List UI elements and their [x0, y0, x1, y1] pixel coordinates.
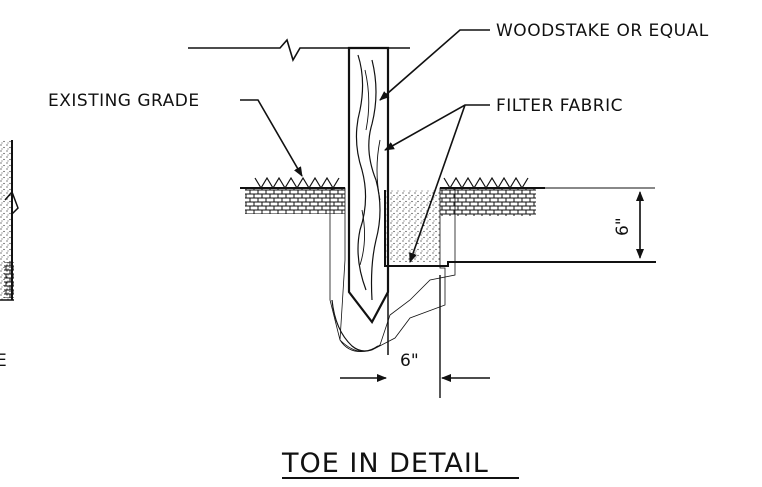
- woodstake-label: WOODSTAKE OR EQUAL: [496, 21, 709, 41]
- trench-soil: [240, 187, 655, 353]
- adjacent-detail-fragment: [0, 140, 19, 301]
- filter-fabric-label: FILTER FABRIC: [496, 96, 623, 116]
- existing-grade-label: EXISTING GRADE: [48, 91, 200, 111]
- break-line: [188, 38, 410, 62]
- detail-title: TOE IN DETAIL: [281, 448, 489, 479]
- grass-symbols: [254, 176, 529, 190]
- wood-stake: [347, 46, 390, 325]
- width-dimension-label: 6": [400, 351, 419, 371]
- partial-left-letter: E: [0, 351, 7, 371]
- filter-fabric-leader-1: [384, 104, 490, 151]
- filter-fabric-leader-2: [409, 104, 466, 263]
- woodstake-leader: [379, 29, 490, 101]
- depth-dimension-label: 6": [613, 217, 633, 236]
- width-dimension: [340, 275, 490, 398]
- existing-grade-leader: [240, 99, 303, 177]
